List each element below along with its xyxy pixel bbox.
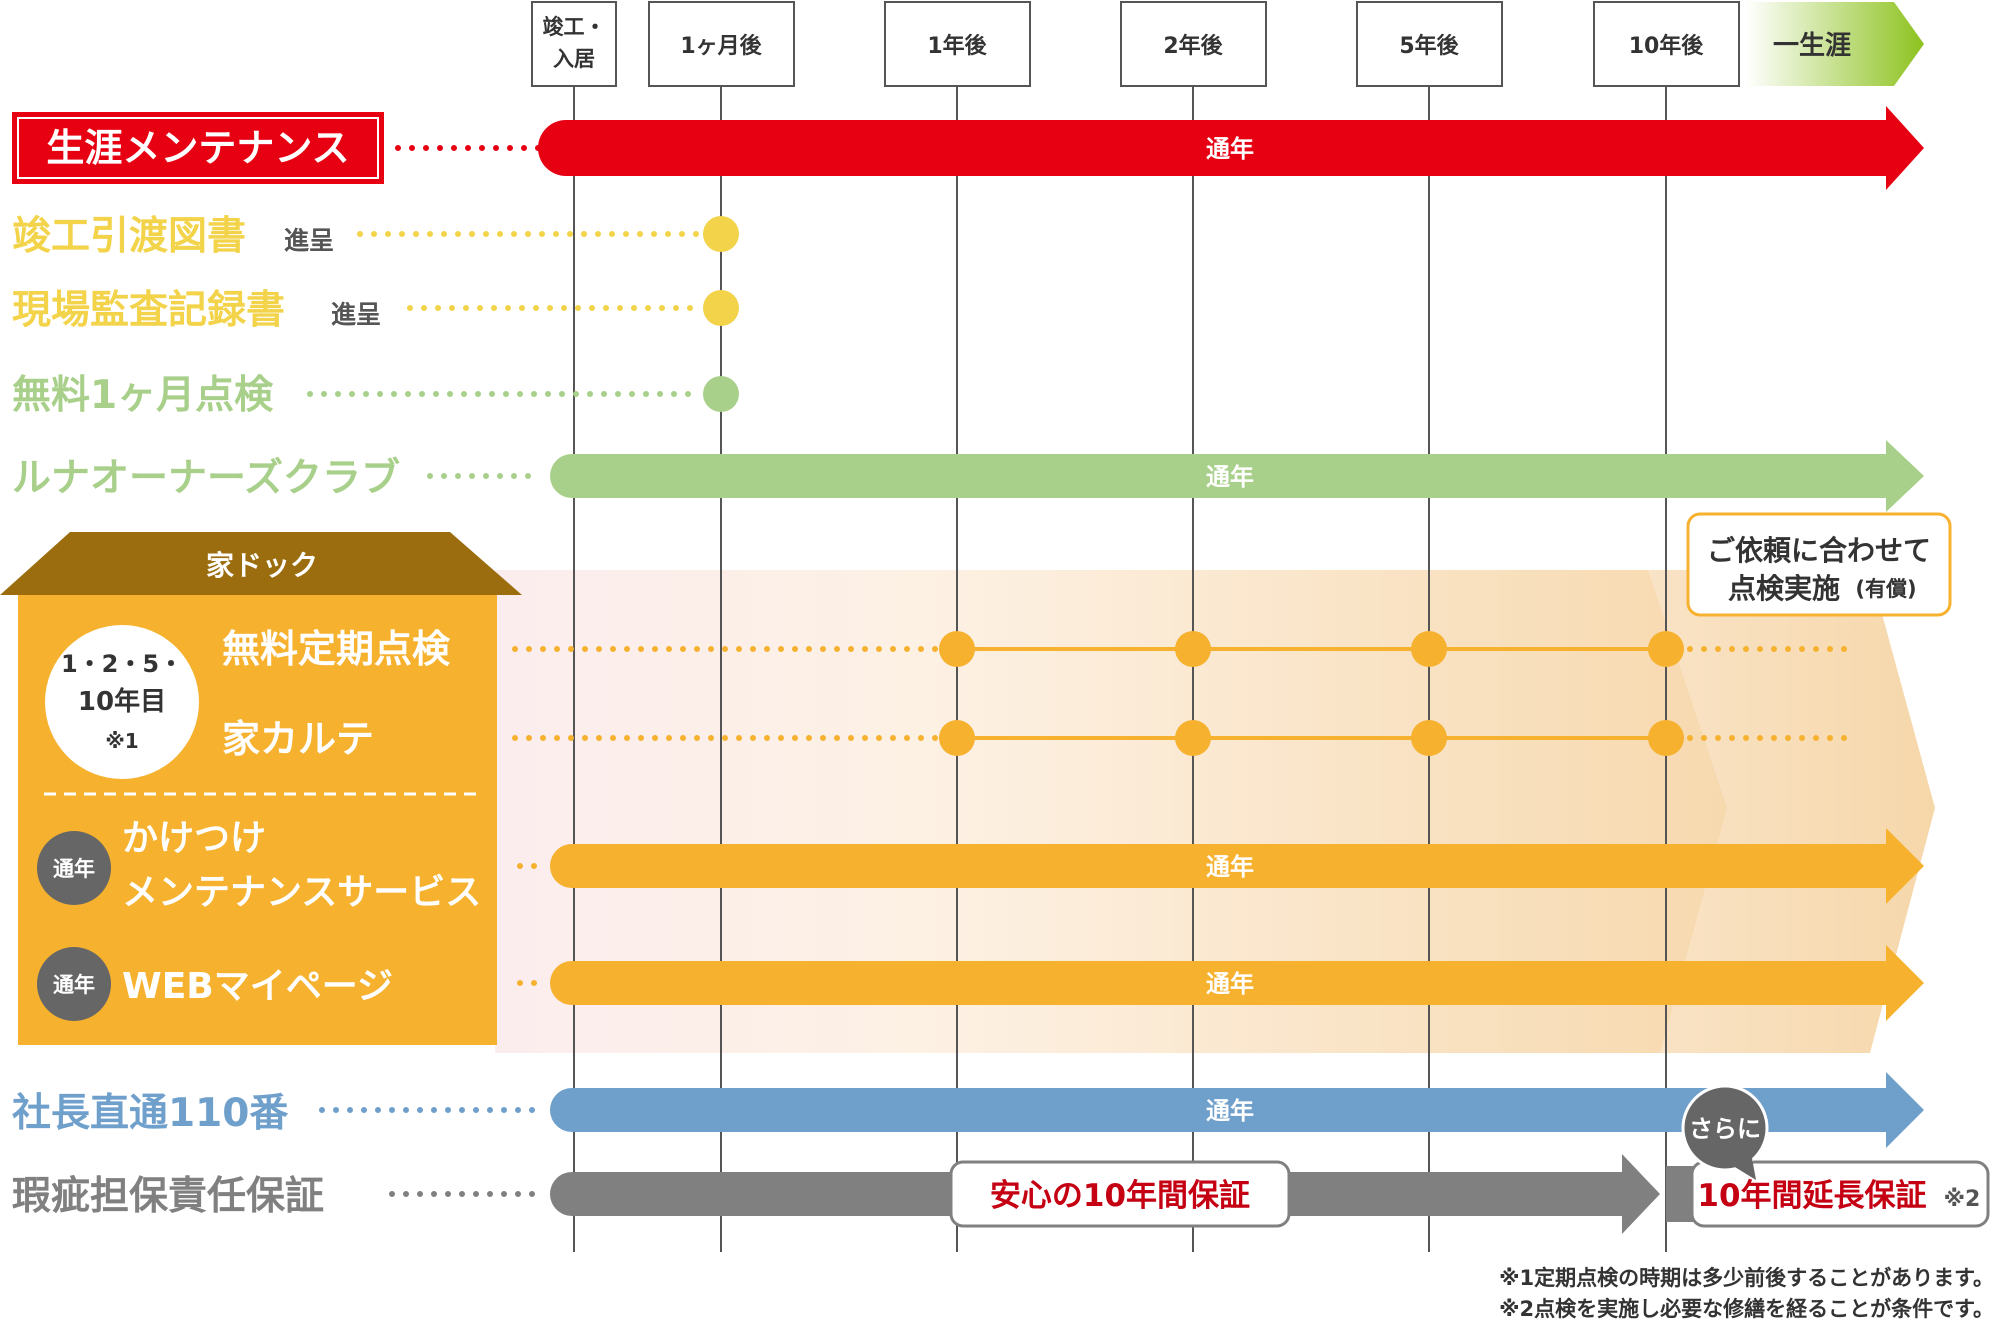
owners-club-label: ルナオーナーズクラブ [12, 456, 400, 501]
milestone-5-year: 5年後 [1356, 1, 1503, 87]
delivery-point [703, 290, 739, 326]
year-round-badge-label: 通年 [53, 857, 95, 881]
inspection-point [1648, 631, 1684, 667]
row-site-inspection-record: 現場監査記録書 進呈 [12, 288, 739, 333]
ie-dock-block: 家ドック 1・2・5・ 10年目 ※1 無料定期点検 家カルテ 通年 かけつけ … [0, 532, 522, 1045]
rush-service-label: メンテナンスサービス [122, 872, 481, 913]
milestone-1-year: 1年後 [884, 1, 1031, 87]
milestone-label: 2年後 [1163, 33, 1223, 59]
milestone-label: 1ヶ月後 [680, 33, 762, 59]
milestone-label: 10年後 [1629, 33, 1705, 59]
year-round-label: 通年 [1206, 970, 1254, 998]
extension-warranty-label: 10年間延長保証 [1697, 1178, 1926, 1214]
row-owners-club: ルナオーナーズクラブ 通年 [12, 440, 1924, 512]
ie-dock-title: 家ドック [206, 549, 318, 582]
year-round-badge-label: 通年 [53, 973, 95, 997]
milestone-2-year: 2年後 [1120, 1, 1267, 87]
milestone-label: 竣工・ [543, 15, 606, 39]
milestone-label: 5年後 [1399, 33, 1459, 59]
row-free-one-month-inspection: 無料1ヶ月点検 [12, 373, 739, 418]
row-lifetime-maintenance: 生涯メンテナンス 通年 [12, 106, 1924, 190]
row-completion-drawings: 竣工引渡図書 進呈 [12, 214, 739, 259]
karte-point [1648, 720, 1684, 756]
row-defect-warranty: 瑕疵担保責任保証 安心の10年間保証 10年間延長保証 ※2 さらに [12, 1084, 1990, 1234]
year-round-arrow [550, 828, 1924, 904]
badge-years: 1・2・5・ [61, 650, 183, 678]
inspection-point [939, 631, 975, 667]
inspection-point [703, 376, 739, 412]
free-one-month-inspection-label: 無料1ヶ月点検 [12, 373, 274, 418]
year-round-arrow [550, 945, 1924, 1021]
milestone-lifetime-label: 一生涯 [1773, 31, 1851, 61]
row-free-periodic-inspection [512, 631, 1849, 667]
further-badge-pointer [1730, 1158, 1756, 1180]
ie-dock-roof [0, 532, 522, 595]
delivery-point [703, 216, 739, 252]
milestone-10-year: 10年後 [1593, 1, 1740, 87]
milestone-1-month: 1ヶ月後 [648, 1, 795, 87]
ie-dock-background-band [495, 570, 1727, 1053]
callout-line1: ご依頼に合わせて [1707, 534, 1931, 567]
rush-service-label: かけつけ [122, 818, 266, 859]
milestone-label: 入居 [553, 47, 595, 71]
extension-warranty-tag [1690, 1160, 1990, 1228]
site-inspection-record-label: 現場監査記録書 [12, 288, 285, 333]
footnotes: ※1定期点検の時期は多少前後することがあります。 ※2点検を実施し必要な修繕を経… [1499, 1266, 1994, 1321]
year-round-badge [37, 831, 111, 905]
ten-year-warranty-label: 安心の10年間保証 [990, 1178, 1250, 1214]
house-karte-label: 家カルテ [222, 717, 374, 761]
callout-line2: 点検実施 [1728, 572, 1840, 605]
president-hotline-label: 社長直通110番 [12, 1091, 289, 1136]
row-president-hotline: 社長直通110番 通年 [12, 1072, 1924, 1148]
row-rush-maintenance: 通年 [517, 828, 1924, 904]
footnote-2: ※2点検を実施し必要な修繕を経ることが条件です。 [1499, 1297, 1994, 1321]
karte-point [1411, 720, 1447, 756]
lifetime-maintenance-label: 生涯メンテナンス [46, 126, 349, 170]
year-round-arrow [550, 440, 1924, 512]
inspection-point [1175, 631, 1211, 667]
karte-point [1175, 720, 1211, 756]
milestone-completion: 竣工・ 入居 [531, 1, 617, 87]
year-round-label: 通年 [1206, 1097, 1254, 1125]
karte-point [939, 720, 975, 756]
ten-year-warranty-tag [949, 1160, 1291, 1228]
milestone-lifetime: 一生涯 [1746, 2, 1924, 86]
timeline-guides [573, 86, 1667, 1252]
milestone-header: 竣工・ 入居 1ヶ月後 1年後 2年後 5年後 10年後 一生涯 [531, 1, 1924, 87]
free-periodic-inspection-label: 無料定期点検 [222, 627, 451, 671]
row-web-mypage: 通年 [517, 945, 1924, 1021]
completion-drawings-label: 竣工引渡図書 [12, 214, 246, 259]
year-round-label: 通年 [1206, 463, 1254, 491]
web-mypage-label: WEBマイページ [122, 966, 393, 1007]
year-round-label: 通年 [1206, 853, 1254, 881]
badge-note: ※1 [105, 729, 138, 753]
milestone-label: 1年後 [927, 33, 987, 59]
year-round-label: 通年 [1206, 135, 1254, 163]
ie-dock-year-badge [45, 625, 199, 779]
further-badge [1681, 1084, 1769, 1172]
gift-label: 進呈 [284, 226, 334, 255]
callout-paid-note: (有償) [1855, 577, 1916, 601]
footnote-1: ※1定期点検の時期は多少前後することがあります。 [1499, 1266, 1994, 1290]
request-inspection-callout: ご依頼に合わせて 点検実施 (有償) [1686, 512, 1952, 617]
year-round-badge [37, 947, 111, 1021]
defect-warranty-label: 瑕疵担保責任保証 [12, 1174, 324, 1219]
extension-warranty-note: ※2 [1944, 1187, 1981, 1212]
further-badge-label: さらに [1689, 1115, 1761, 1143]
badge-years-suffix: 10年目 [78, 686, 166, 717]
gift-label: 進呈 [331, 300, 381, 329]
year-round-arrow [538, 106, 1924, 190]
inspection-point [1411, 631, 1447, 667]
row-house-karte [512, 720, 1849, 756]
year-round-arrow [550, 1072, 1924, 1148]
